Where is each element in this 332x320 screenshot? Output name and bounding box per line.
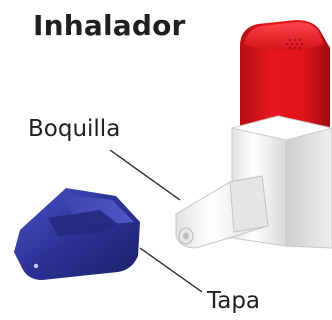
cap-grip: [48, 210, 118, 236]
mouthpiece-leader-line: [109, 149, 181, 201]
mouthpiece: [175, 175, 269, 249]
cap: [14, 188, 140, 280]
diagram-title: Inhalador: [33, 9, 186, 42]
actuator-side: [285, 127, 332, 249]
canister-top: [244, 22, 324, 51]
actuator-top: [231, 115, 332, 141]
canister-vent-holes: [285, 38, 304, 50]
cap-dot: [33, 263, 39, 269]
mouthpiece-side: [229, 175, 269, 233]
cap-label: Tapa: [207, 288, 261, 314]
mouthpiece-hole: [183, 232, 189, 240]
cap-leader-line: [139, 247, 203, 293]
mouthpiece-label: Boquilla: [28, 116, 121, 142]
